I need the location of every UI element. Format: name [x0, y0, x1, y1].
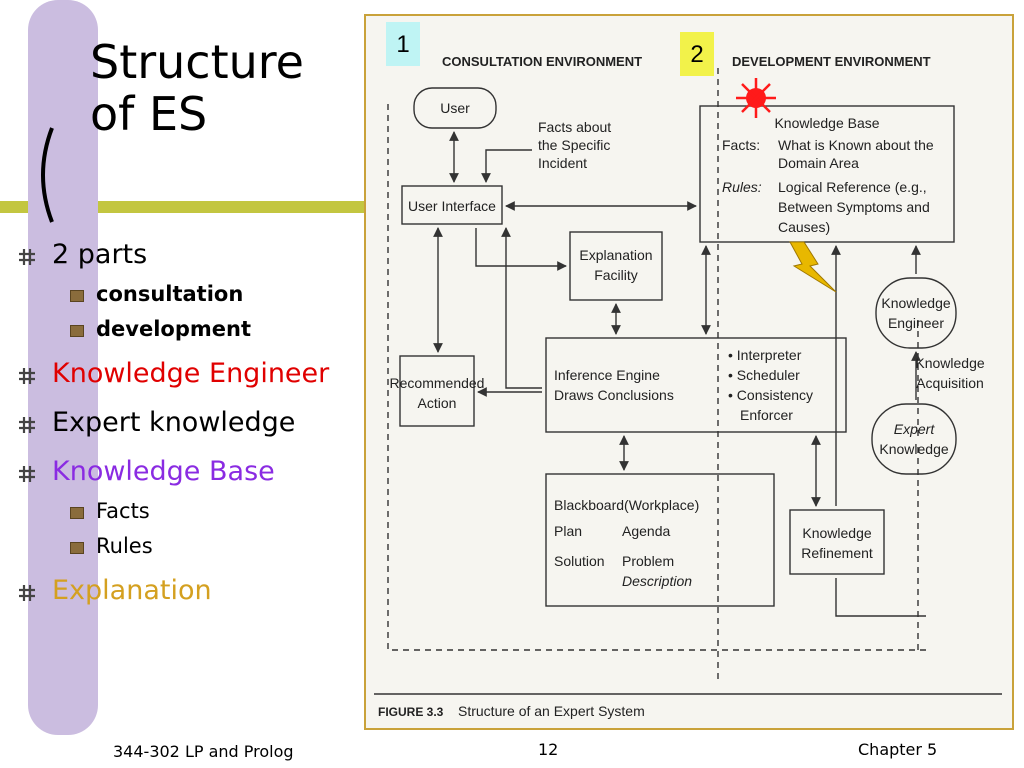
badge-1-box — [386, 22, 420, 66]
acquisition-line-1: Knowledge — [915, 355, 984, 371]
lightning-icon — [789, 241, 837, 293]
explanation-facility-node — [569, 231, 663, 301]
blackboard-title: Blackboard(Workplace) — [554, 497, 699, 513]
user-node — [413, 87, 497, 129]
sub-bullet-square-icon — [70, 507, 84, 519]
sub-bullet-square-icon — [70, 542, 84, 554]
action-line-2: Action — [418, 395, 457, 411]
bullet-list: 2 parts consultation development Knowled… — [18, 238, 368, 623]
engineer-line-2: Engineer — [888, 315, 944, 331]
kb-rules-line-1: Logical Reference (e.g., — [778, 179, 927, 195]
bullet-text: Expert knowledge — [52, 407, 296, 438]
kb-rules-line-2: Between Symptoms and — [778, 199, 930, 215]
footer-page-number: 12 — [538, 740, 559, 759]
expert-line-2: Knowledge — [879, 441, 948, 457]
sub-bullet-development: development — [70, 316, 368, 342]
bullet-square-icon — [19, 368, 35, 384]
kb-facts-line-1: What is Known about the — [778, 137, 934, 153]
knowledge-base-node — [699, 105, 955, 243]
bracket-icon — [41, 127, 54, 223]
ie-component-2: • Scheduler — [728, 367, 800, 383]
badge-2-label: 2 — [690, 41, 703, 68]
sub-bullet-text: consultation — [96, 282, 244, 306]
header-consultation: CONSULTATION ENVIRONMENT — [442, 54, 642, 69]
bb-problem-line-2: Description — [622, 573, 692, 589]
kb-title: Knowledge Base — [774, 115, 879, 131]
ie-component-3: • Consistency — [728, 387, 813, 403]
expert-system-diagram: 1 2 CONSULTATION ENVIRONMENT DEVELOPMENT… — [374, 22, 1002, 719]
bullet-text: Explanation — [52, 575, 212, 606]
sub-bullet-consultation: consultation — [70, 281, 368, 307]
refinement-line-2: Refinement — [801, 545, 873, 561]
knowledge-refinement-node — [789, 509, 885, 575]
footer-left: 344-302 LP and Prolog — [113, 742, 294, 761]
facts-incident-line-1: Facts about — [538, 119, 611, 135]
ie-line-2: Draws Conclusions — [554, 387, 674, 403]
bullet-text: 2 parts — [52, 239, 148, 270]
bb-solution: Solution — [554, 553, 605, 569]
slide-title: Structure of ES — [90, 36, 304, 140]
knowledge-engineer-node — [875, 277, 957, 349]
bb-problem-line-1: Problem — [622, 553, 674, 569]
slide-title-line-2: of ES — [90, 87, 208, 141]
figure-panel: 1 2 CONSULTATION ENVIRONMENT DEVELOPMENT… — [364, 14, 1014, 730]
sub-bullet-square-icon — [70, 290, 84, 302]
refinement-line-1: Knowledge — [802, 525, 871, 541]
sub-bullet-facts: Facts — [70, 498, 368, 524]
connector-ui-ie — [501, 227, 542, 389]
bullet-expert-knowledge: Expert knowledge — [18, 406, 368, 440]
slide-title-line-1: Structure — [90, 35, 304, 89]
recommended-action-node — [399, 355, 475, 427]
expert-line-1: Expert — [894, 421, 936, 437]
badge-1-label: 1 — [396, 31, 409, 58]
bullet-square-icon — [19, 417, 35, 433]
sub-bullet-text: Facts — [96, 499, 150, 523]
blackboard-node — [545, 473, 775, 607]
user-interface-label: User Interface — [408, 198, 496, 214]
explanation-line-2: Facility — [594, 267, 638, 283]
kb-rules-line-3: Causes) — [778, 219, 830, 235]
engineer-line-1: Knowledge — [881, 295, 950, 311]
acquisition-line-2: Acquisition — [916, 375, 984, 391]
user-label: User — [440, 100, 470, 116]
bullet-square-icon — [19, 466, 35, 482]
badge-2-box — [680, 32, 714, 76]
connector-ui-explanation — [475, 228, 567, 271]
sub-bullet-rules: Rules — [70, 533, 368, 559]
caption-label: FIGURE 3.3 — [378, 705, 444, 719]
bullet-explanation: Explanation — [18, 574, 368, 608]
bullet-text: Knowledge Base — [52, 456, 275, 487]
connector-refinement-loop — [835, 578, 926, 617]
sub-bullet-text: development — [96, 317, 251, 341]
bb-agenda: Agenda — [622, 523, 670, 539]
bullet-square-icon — [19, 249, 35, 265]
caption-text: Structure of an Expert System — [458, 703, 645, 719]
bullet-square-icon — [19, 585, 35, 601]
action-line-1: Recommended — [390, 375, 485, 391]
bullet-text: Knowledge Engineer — [52, 358, 330, 389]
sub-bullet-square-icon — [70, 325, 84, 337]
footer-right: Chapter 5 — [858, 740, 938, 759]
kb-facts-label: Facts: — [722, 137, 760, 153]
sub-bullet-text: Rules — [96, 534, 153, 558]
bullet-knowledge-engineer: Knowledge Engineer — [18, 357, 368, 391]
facts-incident-line-3: Incident — [538, 155, 587, 171]
feedback-loop-left — [387, 104, 926, 651]
ie-component-4: Enforcer — [740, 407, 793, 423]
facts-incident-line-2: the Specific — [538, 137, 610, 153]
bullet-two-parts: 2 parts — [18, 238, 368, 272]
kb-facts-line-2: Domain Area — [778, 155, 859, 171]
explanation-line-1: Explanation — [579, 247, 652, 263]
sun-icon — [736, 78, 776, 118]
header-development: DEVELOPMENT ENVIRONMENT — [732, 54, 931, 69]
user-interface-node — [401, 185, 503, 225]
ie-line-1: Inference Engine — [554, 367, 660, 383]
kb-rules-label: Rules: — [722, 179, 762, 195]
bullet-knowledge-base: Knowledge Base — [18, 455, 368, 489]
bb-plan: Plan — [554, 523, 582, 539]
ie-component-1: • Interpreter — [728, 347, 802, 363]
inference-engine-node — [545, 337, 847, 433]
expert-knowledge-node — [871, 403, 957, 475]
connector-facts-ui — [481, 149, 532, 183]
